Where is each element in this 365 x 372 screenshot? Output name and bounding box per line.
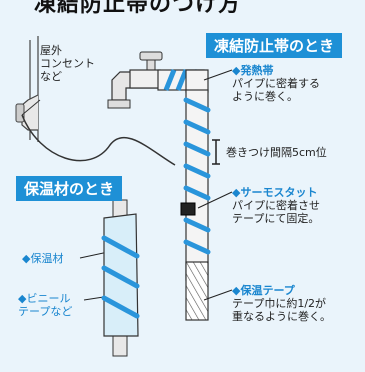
wrap-interval-marker [212,139,220,165]
insulation-tape-label: ◆保温テープ テープ巾に約1/2が 重なるように巻く。 [232,284,331,323]
outlet-label-line-3: など [40,70,62,83]
banner-antifreeze: 凍結防止帯のとき [206,33,343,58]
power-cord [21,114,176,166]
thermostat-line-2: テープにて固定。 [232,212,320,225]
leader-lines [79,69,233,301]
thermostat-line-1: パイプに密着させ [232,199,320,212]
thermostat-head: ◆サーモスタット [232,186,318,199]
page-title: 凍結防止帯のつけ方 [34,0,242,14]
vinyl-tape-line-1: ◆ビニール [18,292,71,305]
insulation-material-label: ◆保温材 [22,252,64,265]
heating-band-line-2: ように巻く。 [232,90,298,103]
title-strip: 凍結防止帯のつけ方 [0,0,365,14]
insulation-pipe [101,199,140,357]
thermostat-label: ◆サーモスタット パイプに密着させ テープにて固定。 [232,186,320,225]
heating-band-head: ◆発熱帯 [232,64,274,77]
thermostat-device [180,202,196,216]
outlet-label-line-1: 屋外 [40,44,62,57]
outlet-label: 屋外 コンセント など [40,44,95,83]
outlet-label-line-2: コンセント [40,57,95,70]
elbow [185,69,209,93]
wrap-interval-label: 巻きつけ間隔5cm位 [226,146,327,159]
insulation-tape [185,261,209,321]
heating-band-line-1: パイプに密着する [232,77,320,90]
heating-band-label: ◆発熱帯 パイプに密着する ように巻く。 [232,64,320,103]
insulation-tape-line-1: テープ巾に約1/2が [232,297,327,310]
insulation-tape-head: ◆保温テープ [232,284,295,297]
banner-insulation: 保温材のとき [16,176,123,201]
vinyl-tape-line-2: テープなど [18,305,73,318]
vinyl-tape-label: ◆ビニール テープなど [18,292,72,318]
heating-band-spiral [183,97,211,255]
insulation-tape-line-2: 重なるように巻く。 [232,310,331,323]
